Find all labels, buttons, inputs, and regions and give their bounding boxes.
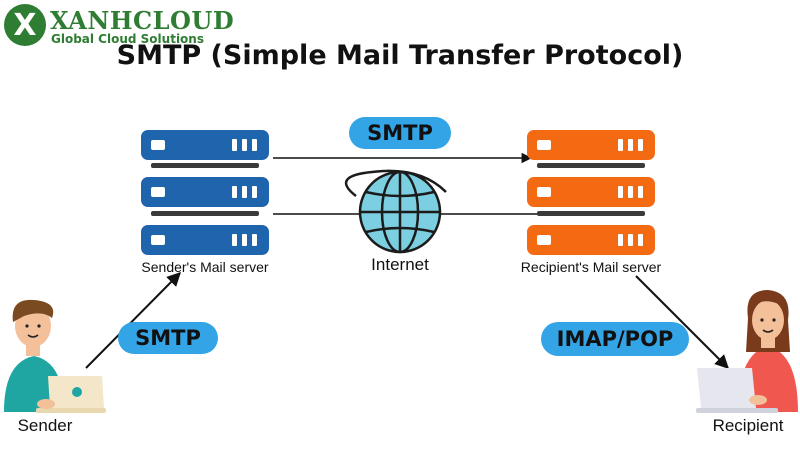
- smtp-top-badge: SMTP: [349, 117, 451, 149]
- internet-label: Internet: [371, 255, 429, 274]
- brand-logo-mark: X: [4, 4, 46, 46]
- sender-person-icon: [4, 299, 106, 413]
- brand-tagline: Global Cloud Solutions: [51, 32, 204, 46]
- sender-label: Sender: [17, 416, 73, 435]
- sender-server-label: Sender's Mail server: [141, 259, 269, 275]
- recipient-server-icon: [527, 130, 655, 255]
- smtp-left-badge: SMTP: [118, 322, 218, 354]
- recipient-person-icon: [696, 290, 798, 413]
- brand-name: XANHCLOUD: [50, 6, 235, 35]
- arrow-sender-to-server: [85, 272, 181, 369]
- arrow-server-to-recipient: [635, 275, 729, 369]
- recipient-server-label: Recipient's Mail server: [520, 259, 662, 275]
- globe-icon: [344, 169, 447, 254]
- recipient-label: Recipient: [712, 416, 784, 435]
- imap-pop-badge: IMAP/POP: [541, 322, 689, 356]
- diagram-title: SMTP (Simple Mail Transfer Protocol): [116, 40, 684, 71]
- sender-server-icon: [141, 130, 269, 255]
